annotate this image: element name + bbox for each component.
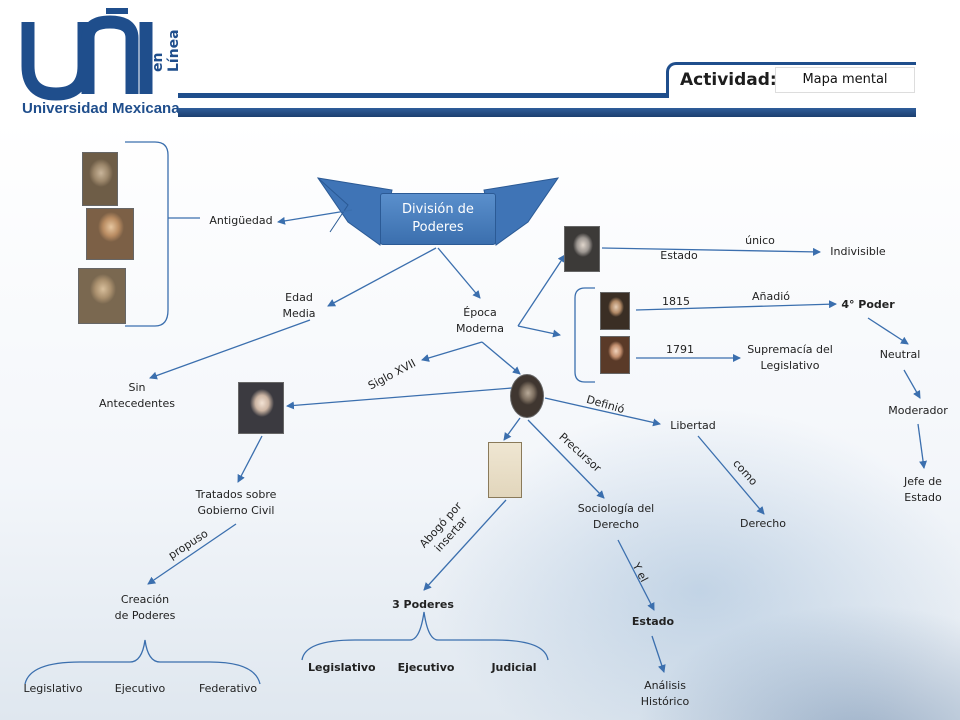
node-edad-media: Edad Media: [274, 290, 324, 322]
node-estado: Estado: [660, 249, 698, 262]
node-tratados-line2: Gobierno Civil: [197, 504, 275, 517]
node-derecho: Derecho: [739, 517, 787, 530]
node-analisis-line2: Histórico: [640, 695, 690, 708]
portrait-montesquieu: [510, 374, 544, 418]
node-creacion: Creación de Poderes: [100, 592, 190, 624]
node-edad-media-line1: Edad: [285, 291, 313, 304]
node-legislativo-2: Legislativo: [308, 661, 376, 674]
node-4-poder: 4° Poder: [841, 298, 895, 311]
node-sin-line2: Antecedentes: [99, 397, 175, 410]
node-libertad: Libertad: [670, 419, 716, 432]
node-neutral: Neutral: [879, 348, 921, 361]
node-sociologia-line2: Derecho: [592, 518, 640, 531]
header-bar-bottom: [178, 108, 916, 117]
node-1791: 1791: [666, 343, 694, 356]
node-anadio: Añadió: [751, 290, 790, 303]
node-epoca-line1: Época: [463, 306, 497, 319]
node-supremacia: Supremacía del Legislativo: [740, 342, 840, 374]
portrait-constant: [600, 292, 630, 330]
node-jefe-line1: Jefe de: [904, 475, 942, 488]
node-moderador: Moderador: [888, 404, 948, 417]
node-ejecutivo-2: Ejecutivo: [397, 661, 455, 674]
node-epoca-moderna: Época Moderna: [450, 305, 510, 337]
center-node-division-poderes: División de Poderes: [380, 193, 496, 245]
activity-value: Mapa mental: [775, 67, 915, 93]
header-bar-top: [178, 93, 668, 98]
book-espiritu-leyes: [488, 442, 522, 498]
node-tratados: Tratados sobre Gobierno Civil: [186, 487, 286, 519]
node-federativo: Federativo: [198, 682, 258, 695]
node-3-poderes: 3 Poderes: [392, 598, 454, 611]
node-supremacia-line1: Supremacía del: [747, 343, 833, 356]
portrait-rousseau: [600, 336, 630, 374]
logo: en Línea Universidad Mexicana: [18, 8, 188, 120]
logo-name: Universidad Mexicana: [22, 100, 180, 117]
portrait-hobbes: [564, 226, 600, 272]
center-ribbon: [316, 177, 560, 246]
node-jefe-line2: Estado: [904, 491, 942, 504]
portrait-herodotus: [82, 152, 118, 206]
node-supremacia-line2: Legislativo: [760, 359, 820, 372]
node-ejecutivo: Ejecutivo: [114, 682, 166, 695]
node-sin-antecedentes: Sin Antecedentes: [92, 380, 182, 412]
node-indivisible: Indivisible: [830, 245, 886, 258]
node-legislativo: Legislativo: [23, 682, 83, 695]
node-creacion-line1: Creación: [120, 593, 170, 606]
portrait-aristotle: [78, 268, 126, 324]
node-sin-line1: Sin: [128, 381, 146, 394]
node-jefe-estado: Jefe de Estado: [890, 474, 956, 506]
logo-mark-svg: [21, 8, 153, 101]
node-sociologia: Sociología del Derecho: [568, 501, 664, 533]
node-analisis: Análisis Histórico: [632, 678, 698, 710]
node-creacion-line2: de Poderes: [114, 609, 176, 622]
activity-label: Actividad:: [680, 70, 777, 90]
portrait-plato: [86, 208, 134, 260]
node-edad-media-line2: Media: [282, 307, 316, 320]
portrait-locke: [238, 382, 284, 434]
node-unico: único: [745, 234, 775, 247]
node-antiguedad: Antigüedad: [209, 214, 273, 227]
header-bar-step: [666, 62, 916, 98]
node-sociologia-line1: Sociología del: [577, 502, 655, 515]
node-epoca-line2: Moderna: [455, 322, 504, 335]
node-judicial: Judicial: [491, 661, 537, 674]
node-analisis-line1: Análisis: [644, 679, 686, 692]
node-tratados-line1: Tratados sobre: [195, 488, 277, 501]
node-estado-b: Estado: [631, 615, 675, 628]
node-1815: 1815: [662, 295, 690, 308]
